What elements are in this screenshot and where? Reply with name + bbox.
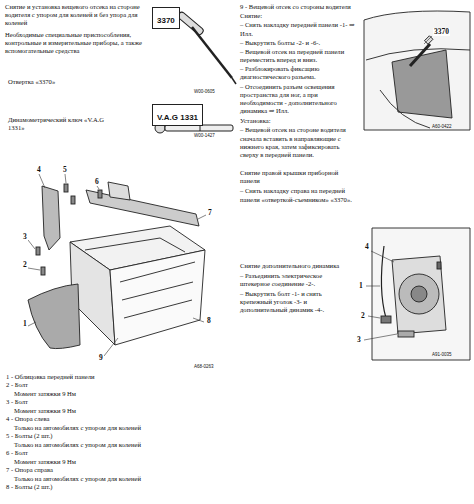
callout-number: 3 — [22, 233, 28, 241]
text-line: 1 - Облицовка передней панели — [6, 373, 236, 381]
callout-number: 2 — [22, 261, 28, 269]
callout-number: 7 — [207, 209, 213, 217]
text-line: Снятие правой крышки приборной панели — [240, 169, 358, 185]
text-line: Момент затяжки 9 Нм — [14, 458, 236, 466]
text-line: Снятие и установка вещевого отсека на ст… — [5, 3, 150, 28]
figure-code: W00-0605 — [194, 89, 239, 95]
text-line: – Снять накладку справа на передней пане… — [240, 187, 358, 203]
callout-number: 4 — [36, 166, 42, 174]
text-line: Снятие дополнительного динамика — [240, 262, 352, 270]
figure-code: A91-0035 — [432, 352, 472, 358]
text-line: 8 - Болты (2 шт.) — [6, 483, 236, 491]
callout-number: 1 — [22, 320, 28, 328]
callout-number: 3370 — [433, 28, 450, 36]
callout-number: 2 — [360, 312, 366, 320]
text-line: – Выкрутить болт -1- и снять крепежный у… — [240, 290, 352, 315]
text-line: Установка: — [240, 117, 358, 125]
text-line: Снятие: — [240, 12, 358, 20]
text-line: – Разблокировать фиксацию диагностическо… — [240, 65, 358, 81]
callout-number: 3 — [356, 336, 362, 344]
callout-number: 5 — [62, 166, 68, 174]
callout-number: 6 — [94, 178, 100, 186]
callout-number: 9 — [98, 354, 104, 362]
figure-code: W00-1427 — [194, 133, 239, 139]
speaker-view — [372, 228, 470, 360]
figure-code: A60-0422 — [432, 124, 472, 130]
dashboard-cover-view — [364, 11, 470, 130]
text-line: Отвертка «3370» — [8, 78, 118, 86]
text-line: Только на автомобилях с упором для колен… — [14, 441, 236, 449]
text-line: – Снять накладку передней панели -1- ⇒ И… — [240, 21, 358, 37]
text-line: Момент затяжки 9 Нм — [14, 390, 236, 398]
text-line: 6 - Болт — [6, 449, 236, 457]
figure-code: A68-0263 — [194, 364, 239, 370]
text-line: Необходимые специальные приспособления, … — [5, 31, 150, 56]
text-line: – Отсоединить разъем освещения пространс… — [240, 83, 358, 116]
text-line: Только на автомобилях с упором для колен… — [14, 424, 236, 432]
text-line: 3 - Болт — [6, 398, 236, 406]
callout-number: 4 — [364, 243, 370, 251]
text-line: – Вещевой отсек на стороне водителя снач… — [240, 126, 358, 159]
text-line: 5 - Болты (2 шт.) — [6, 432, 236, 440]
tool-number: V.A.G 1331 — [157, 113, 198, 122]
text-line: 9 - Вещевой отсек со стороны водителя — [240, 3, 358, 11]
text-line: Только на автомобилях с упором для колен… — [14, 475, 236, 483]
leader-lines — [424, 36, 432, 44]
tool-number-box: 3370 — [152, 7, 180, 29]
screwdriver-tool — [177, 11, 236, 84]
text-line: 4 - Опора слева — [6, 415, 236, 423]
glovebox-exploded-view — [28, 182, 205, 349]
text-line: – Вещевой отсек на передней панели перем… — [240, 48, 358, 64]
text-line: – Разъединить электрическое штекерное со… — [240, 272, 352, 288]
text-line: Динамометрический ключ «V.A.G 1331» — [8, 116, 118, 132]
tool-number-box: V.A.G 1331 — [152, 104, 203, 126]
text-line: 7 - Опора справа — [6, 466, 236, 474]
text-line: – Выкрутить болты -2- и -6-. — [240, 39, 358, 47]
leader-lines — [364, 251, 397, 340]
leader-lines — [28, 174, 206, 356]
tool-number: 3370 — [157, 16, 175, 25]
text-line: 2 - Болт — [6, 381, 236, 389]
callout-number: 1 — [358, 282, 364, 290]
text-line: Момент затяжки 9 Нм — [14, 407, 236, 415]
callout-number: 8 — [206, 317, 212, 325]
